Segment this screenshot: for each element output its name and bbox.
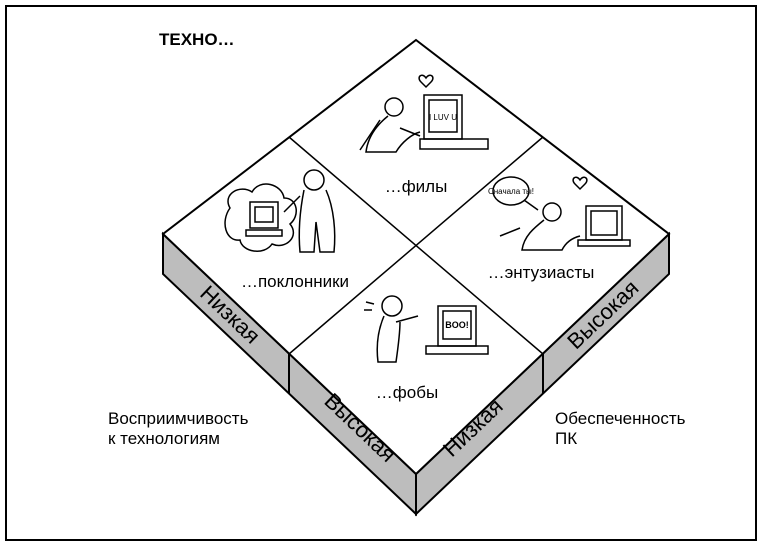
top-face xyxy=(161,38,671,476)
enthusiast-cartoon-illustration xyxy=(492,176,631,251)
phile-monitor-text: I LUV U xyxy=(429,113,457,122)
heart-icon xyxy=(418,74,434,89)
left-axis-caption-line1: Восприимчивость xyxy=(108,409,249,428)
enthusiast-bubble-text: Сначала ты! xyxy=(488,187,534,196)
quadrant-bottom-label: …фобы xyxy=(376,383,438,402)
phobe-monitor-text: BOO! xyxy=(445,320,469,330)
quadrant-right-label: …энтузиасты xyxy=(488,263,595,282)
admirer-cartoon-illustration xyxy=(224,169,336,253)
speech-bubble xyxy=(492,176,530,206)
right-axis-caption: Обеспеченность ПК xyxy=(555,409,686,449)
right-axis-caption-line1: Обеспеченность xyxy=(555,409,686,428)
phile-cartoon-illustration xyxy=(359,74,489,153)
left-axis-caption-line2: к технологиям xyxy=(108,429,220,448)
quadrant-left-label: …поклонники xyxy=(241,272,349,291)
phobe-cartoon-illustration xyxy=(364,295,489,363)
left-axis-caption: Восприимчивость к технологиям xyxy=(108,409,248,449)
diagram-title: ТЕХНО… xyxy=(159,30,235,49)
quadrant-top-label: …филы xyxy=(385,177,448,196)
right-axis-caption-line2: ПК xyxy=(555,429,578,448)
heart-icon-2 xyxy=(572,176,588,191)
quadrant-divider-2 xyxy=(288,136,544,355)
